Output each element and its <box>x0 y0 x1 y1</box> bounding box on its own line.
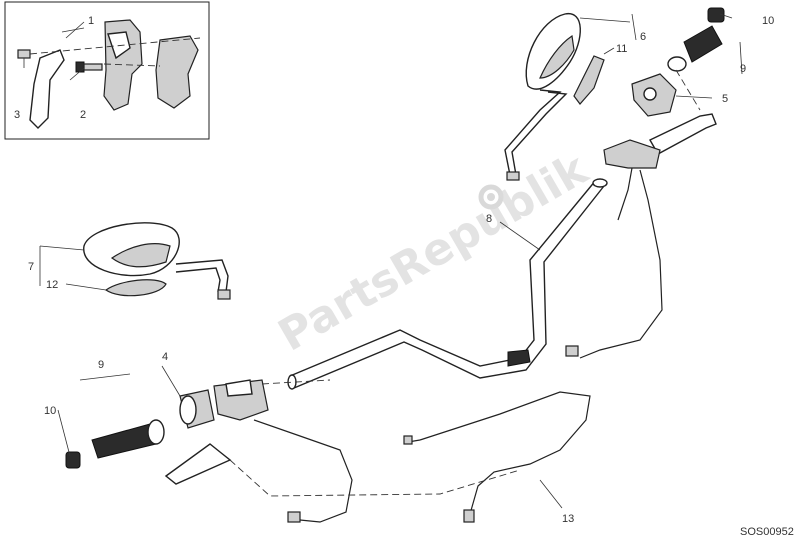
left-switch <box>179 389 215 429</box>
watermark-text: PartsRepublik <box>270 143 598 362</box>
mirror-cover-left <box>104 279 167 297</box>
callout-3: 3 <box>14 109 20 121</box>
callout-9-left: 9 <box>98 359 104 371</box>
callout-13: 13 <box>562 513 574 525</box>
callout-7: 7 <box>28 261 34 273</box>
callout-8: 8 <box>486 213 492 225</box>
mirror-left <box>83 222 231 300</box>
callout-4: 4 <box>162 351 168 363</box>
leader-lines <box>39 13 743 509</box>
callout-10-top: 10 <box>762 15 774 27</box>
grip-left <box>91 419 165 459</box>
callout-11: 11 <box>616 43 627 55</box>
bar-end-cap-left <box>65 451 81 469</box>
callout-5: 5 <box>722 93 728 105</box>
callout-10-left: 10 <box>44 405 56 417</box>
inset-detail <box>4 1 210 140</box>
watermark: PartsRepublik <box>270 143 598 362</box>
callout-6: 6 <box>640 31 646 43</box>
brake-lever <box>565 113 717 359</box>
diagram-code: SOS00952 <box>740 526 794 538</box>
clutch-assembly <box>164 379 331 485</box>
cables <box>229 391 591 523</box>
callout-12: 12 <box>46 279 58 291</box>
grip-right <box>667 25 723 111</box>
mirror-right <box>504 13 581 181</box>
right-switch <box>631 73 677 117</box>
bar-end-cap-right <box>707 7 725 23</box>
handlebar <box>287 178 608 390</box>
callout-1: 1 <box>88 15 94 27</box>
callout-9-top: 9 <box>740 63 746 75</box>
mirror-cover-right <box>573 55 605 105</box>
callout-2: 2 <box>80 109 86 121</box>
